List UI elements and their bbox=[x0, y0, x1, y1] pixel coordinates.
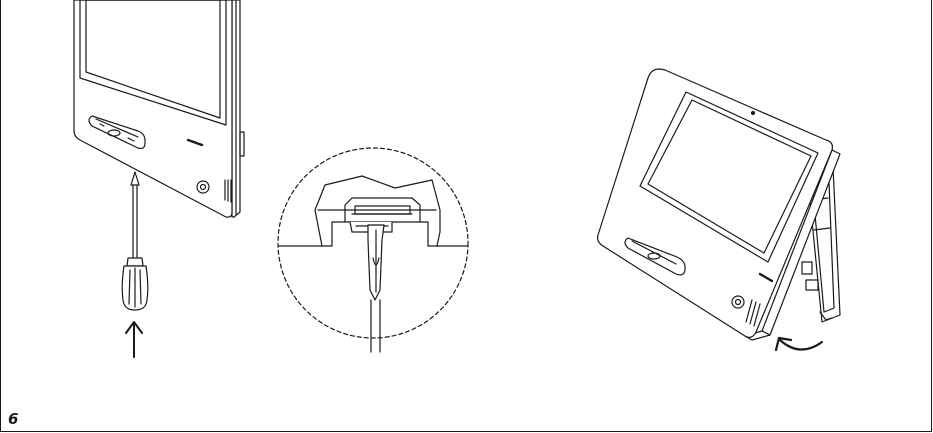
button-bar-left bbox=[88, 115, 146, 150]
screwdriver-left bbox=[121, 171, 149, 311]
vent-slots-right bbox=[745, 299, 761, 327]
figure-number: 6 bbox=[8, 410, 19, 428]
rotate-arrow bbox=[774, 336, 824, 352]
detail-circle bbox=[277, 147, 469, 353]
key-button-icon bbox=[196, 180, 210, 194]
key-button-icon-right bbox=[731, 295, 745, 309]
monitor-left bbox=[73, 0, 245, 218]
monitor-right bbox=[596, 68, 841, 341]
vent-slots-left bbox=[224, 179, 232, 203]
push-up-arrow bbox=[125, 321, 143, 358]
button-bar-right bbox=[624, 237, 686, 276]
